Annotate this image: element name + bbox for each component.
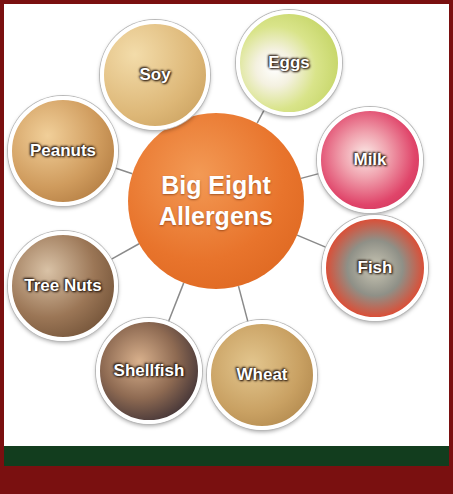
tree-nuts-circle: Tree Nuts	[8, 231, 118, 341]
connector-line	[257, 110, 264, 123]
allergen-label: Soy	[139, 65, 170, 85]
connector-line	[111, 244, 139, 260]
connector-line	[297, 235, 326, 247]
allergen-label: Tree Nuts	[24, 276, 101, 296]
connector-line	[301, 174, 319, 179]
red-band	[0, 466, 453, 494]
allergen-label: Eggs	[268, 53, 310, 73]
shellfish-circle: Shellfish	[96, 318, 202, 424]
fish-circle: Fish	[322, 215, 428, 321]
milk-circle: Milk	[317, 107, 423, 213]
connector-line	[238, 286, 247, 322]
wheat-circle: Wheat	[207, 320, 317, 430]
connector-line	[168, 283, 183, 322]
allergen-label: Shellfish	[114, 361, 185, 381]
allergen-label: Wheat	[237, 365, 288, 385]
allergen-label: Milk	[353, 150, 386, 170]
peanuts-circle: Peanuts	[8, 96, 118, 206]
eggs-circle: Eggs	[236, 10, 342, 116]
allergen-label: Peanuts	[30, 141, 96, 161]
connector-line	[115, 168, 132, 174]
center-circle: Big Eight Allergens	[128, 113, 304, 289]
green-band	[4, 446, 449, 466]
center-title: Big Eight Allergens	[141, 170, 291, 233]
soy-circle: Soy	[100, 20, 210, 130]
allergen-label: Fish	[358, 258, 393, 278]
white-ground	[4, 4, 449, 446]
